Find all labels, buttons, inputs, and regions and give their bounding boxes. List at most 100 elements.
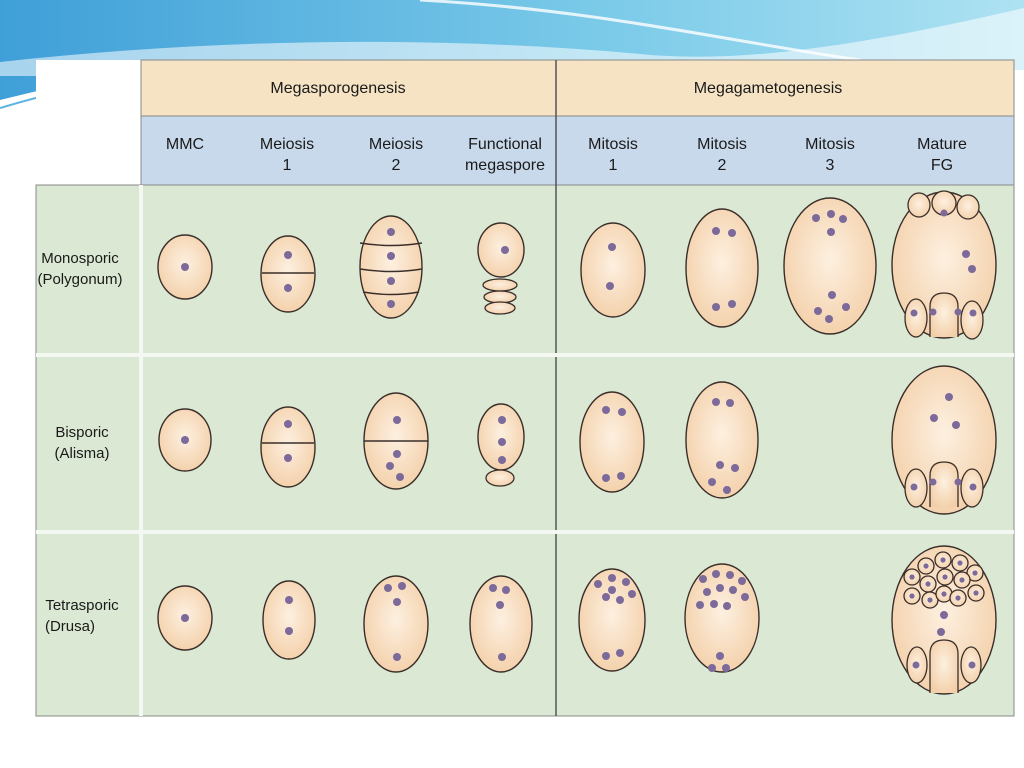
nucleus: [602, 593, 610, 601]
nucleus: [814, 307, 822, 315]
cell-outline: [363, 575, 429, 673]
stage-header-mitosis-1-number: 1: [609, 157, 618, 174]
nucleus: [708, 478, 716, 486]
nucleus: [722, 664, 730, 672]
nucleus: [387, 300, 395, 308]
small-cell: [485, 469, 515, 487]
stage-header-meiosis-1-number: 1: [283, 157, 292, 174]
nucleus: [968, 265, 976, 273]
nucleus: [716, 652, 724, 660]
nucleus: [973, 590, 979, 596]
nucleus: [969, 309, 977, 317]
nucleus: [699, 575, 707, 583]
nucleus: [608, 574, 616, 582]
nucleus: [396, 473, 404, 481]
group-header-megasporogenesis: Megasporogenesis: [270, 80, 405, 97]
nucleus: [498, 456, 506, 464]
nucleus: [284, 420, 292, 428]
nucleus: [731, 464, 739, 472]
stage-header-functional-megaspore-line2: megaspore: [465, 157, 545, 174]
nucleus: [940, 611, 948, 619]
stage-header-functional-megaspore: Functional: [468, 136, 542, 153]
group-header-row: [141, 60, 1014, 116]
nucleus: [602, 652, 610, 660]
nucleus: [929, 308, 937, 316]
small-cell: [907, 192, 931, 218]
nucleus: [387, 252, 395, 260]
nucleus: [393, 598, 401, 606]
nucleus: [909, 574, 915, 580]
nucleus: [972, 570, 978, 576]
nucleus: [941, 591, 947, 597]
row-label-drusa: (Drusa): [45, 618, 95, 635]
nucleus: [827, 210, 835, 218]
small-cell: [956, 194, 980, 220]
nucleus: [942, 574, 948, 580]
small-cell: [904, 298, 928, 338]
cell-outline: [685, 381, 759, 499]
small-cell: [483, 290, 517, 304]
stage-header-mitosis-3-number: 3: [826, 157, 835, 174]
nucleus: [285, 627, 293, 635]
nucleus: [912, 661, 920, 669]
stage-header-mitosis-3: Mitosis: [805, 136, 855, 153]
group-header-megagametogenesis: Megagametogenesis: [694, 80, 843, 97]
nucleus: [741, 593, 749, 601]
stage-header-mature-fg: Mature: [917, 136, 967, 153]
nucleus: [498, 438, 506, 446]
nucleus: [910, 309, 918, 317]
nucleus: [729, 586, 737, 594]
stage-header-meiosis-2-number: 2: [392, 157, 401, 174]
nucleus: [910, 483, 918, 491]
stage-header-meiosis-2: Meiosis: [369, 136, 423, 153]
nucleus: [738, 577, 746, 585]
cell-outline: [469, 575, 533, 673]
nucleus: [602, 474, 610, 482]
nucleus: [927, 597, 933, 603]
cell-outline: [260, 235, 316, 313]
nucleus: [940, 557, 946, 563]
nucleus: [842, 303, 850, 311]
nucleus: [937, 628, 945, 636]
nucleus: [181, 614, 189, 622]
cell-outline: [578, 568, 646, 672]
cell-outline: [260, 406, 316, 488]
nucleus: [969, 483, 977, 491]
nucleus: [181, 436, 189, 444]
nucleus: [712, 303, 720, 311]
cell-wall: [359, 242, 423, 247]
small-cell: [482, 278, 518, 292]
nucleus: [955, 595, 961, 601]
nucleus: [909, 593, 915, 599]
nucleus: [608, 586, 616, 594]
nucleus: [618, 408, 626, 416]
nucleus: [498, 416, 506, 424]
row-label-alisma: (Alisma): [55, 445, 110, 462]
nucleus: [616, 596, 624, 604]
nucleus: [954, 478, 962, 486]
nucleus: [284, 284, 292, 292]
nucleus: [825, 315, 833, 323]
nucleus: [839, 215, 847, 223]
stage-header-mitosis-2: Mitosis: [697, 136, 747, 153]
stage-header-mmc: MMC: [166, 136, 204, 153]
slide-header-decoration: [0, 0, 1024, 109]
nucleus: [696, 601, 704, 609]
nucleus: [962, 250, 970, 258]
stage-header-mature-fg-line2: FG: [931, 157, 953, 174]
stage-header-mitosis-1: Mitosis: [588, 136, 638, 153]
nucleus: [812, 214, 820, 222]
row-label-tetrasporic: Tetrasporic: [45, 597, 119, 614]
nucleus: [628, 590, 636, 598]
small-cell: [960, 300, 984, 340]
nucleus: [828, 291, 836, 299]
cell-outline: [685, 208, 759, 328]
egg-apparatus-cell: [929, 461, 959, 507]
nucleus: [954, 308, 962, 316]
nucleus: [712, 570, 720, 578]
nucleus: [387, 228, 395, 236]
stage-header-mitosis-2-number: 2: [718, 157, 727, 174]
nucleus: [712, 398, 720, 406]
nucleus: [501, 246, 509, 254]
